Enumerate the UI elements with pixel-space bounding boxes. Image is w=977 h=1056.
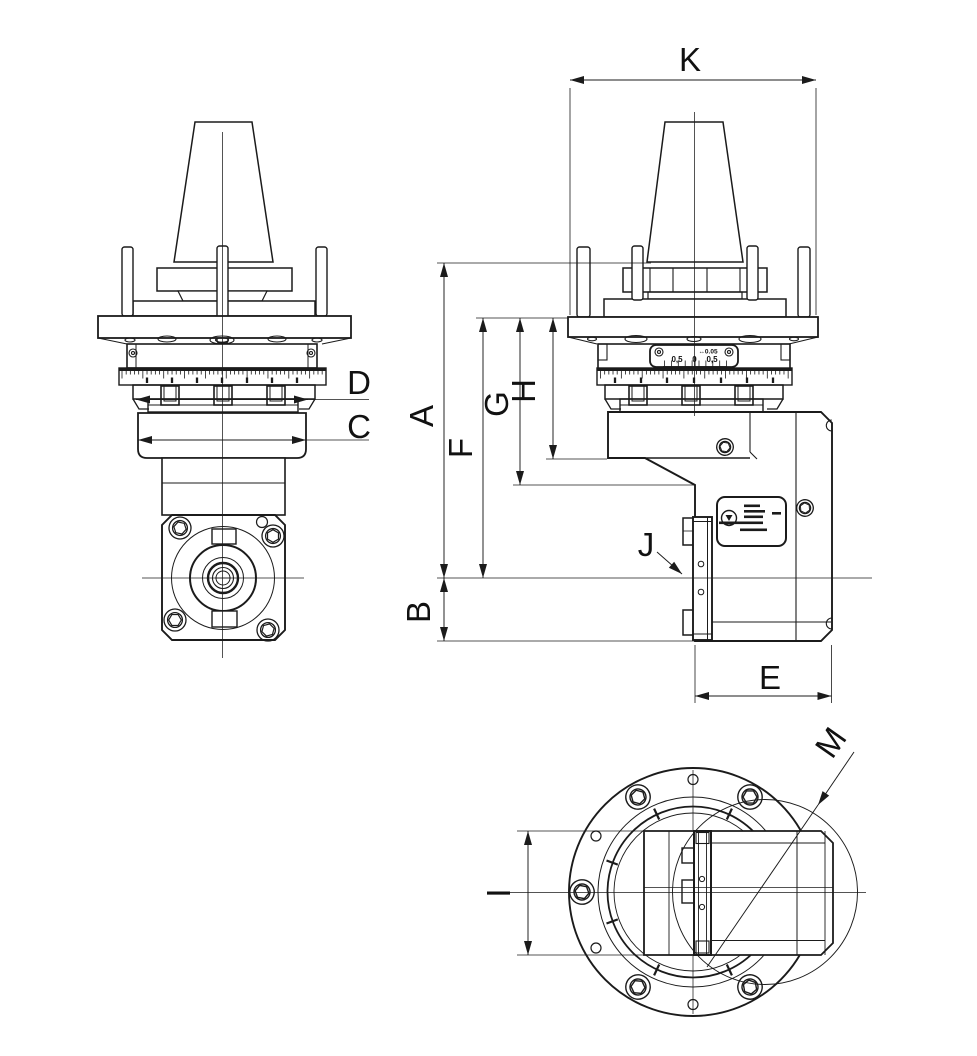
dim-label-h: H xyxy=(505,379,542,403)
curvic-coupling xyxy=(132,384,316,413)
dim-B xyxy=(437,578,694,642)
dim-label-c: C xyxy=(347,408,371,445)
pull-studs-side xyxy=(576,245,811,318)
clamp-ring xyxy=(126,343,318,369)
side-view xyxy=(567,112,833,642)
dim-I xyxy=(517,830,650,956)
body-cylinder xyxy=(137,412,307,459)
dim-F xyxy=(476,317,568,578)
dim-label-g: G xyxy=(478,391,515,417)
bottom-view xyxy=(500,751,866,1017)
dim-G xyxy=(513,318,694,486)
gear-head-body xyxy=(607,411,833,642)
dim-label-e: E xyxy=(759,659,781,696)
dim-H xyxy=(546,318,607,460)
dim-label-k: K xyxy=(679,41,701,78)
curvic-coupling-side xyxy=(604,384,784,413)
taper-shank xyxy=(173,121,274,263)
dim-E xyxy=(694,645,832,703)
vernier-tolerance: ↔0.05 xyxy=(698,349,718,356)
vernier-zero: 0 xyxy=(692,355,697,364)
dim-K xyxy=(569,76,817,315)
ring-serrations xyxy=(606,808,733,976)
mount-flange-side xyxy=(567,316,819,338)
front-view xyxy=(97,121,352,658)
dim-label-d: D xyxy=(347,364,371,401)
dim-label-m: M xyxy=(808,721,854,765)
mount-flange xyxy=(97,315,352,339)
vernier-left: 0,5 xyxy=(671,355,683,364)
dim-label-a: A xyxy=(403,405,440,427)
dim-J-leader xyxy=(656,551,683,575)
taper-shank-side xyxy=(646,121,744,263)
dim-M-leader xyxy=(817,751,855,806)
nameplate xyxy=(716,496,787,547)
swing-circle xyxy=(672,799,858,985)
dim-label-i: I xyxy=(480,888,517,897)
dim-label-b: B xyxy=(400,601,437,623)
side-dimensions xyxy=(437,76,872,703)
vernier-right: 0,5 xyxy=(706,355,718,364)
dim-A xyxy=(437,262,651,578)
neck xyxy=(161,457,286,516)
nameplate-text-lines xyxy=(719,504,781,532)
dim-label-j: J xyxy=(638,526,655,563)
spindle-nose-side xyxy=(682,516,713,641)
dim-label-f: F xyxy=(442,438,479,458)
vernier-plate xyxy=(649,344,739,368)
output-face xyxy=(161,514,286,641)
spindle-nose-bottom xyxy=(681,830,712,956)
